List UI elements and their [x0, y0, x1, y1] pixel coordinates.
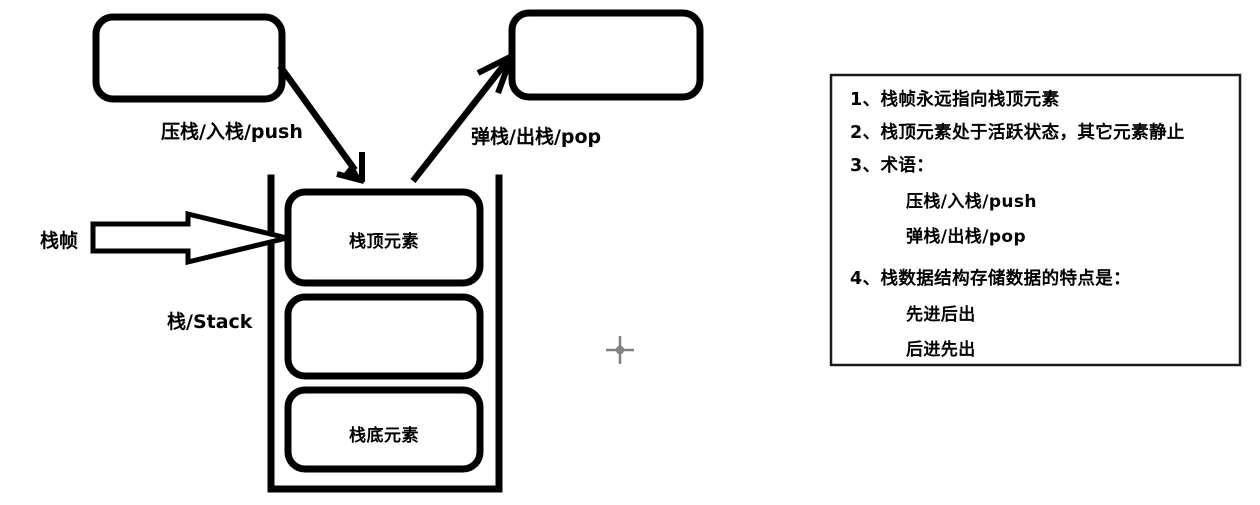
- outgoing-element-box[interactable]: [508, 9, 704, 101]
- note-item-6: 先进后出: [906, 300, 976, 325]
- stack-frame-label: 栈帧: [40, 230, 79, 252]
- stack-container: [267, 174, 503, 493]
- note-item-2: 3、术语：: [850, 152, 934, 177]
- stack-element-box-2[interactable]: [284, 386, 484, 473]
- push-arrow: [277, 64, 365, 184]
- note-item-0: 1、栈帧永远指向栈顶元素: [850, 86, 1059, 111]
- crosshair-cursor: [606, 336, 634, 364]
- note-item-5: 4、栈数据结构存储数据的特点是：: [850, 265, 1131, 290]
- stack-element-label-2: 栈底元素: [349, 426, 419, 446]
- note-item-7-text: 后进先出: [906, 340, 976, 360]
- stack-label: 栈/Stack: [167, 311, 253, 333]
- note-item-1-text: 栈顶元素处于活跃状态，其它元素静止: [880, 123, 1185, 143]
- incoming-element-box[interactable]: [92, 13, 286, 103]
- note-item-1-number: 2、: [850, 123, 881, 143]
- note-item-0-text: 栈帧永远指向栈顶元素: [880, 90, 1060, 110]
- note-item-6-text: 先进后出: [906, 305, 976, 325]
- note-item-5-number: 4、: [850, 269, 881, 289]
- pop-arrow: [410, 54, 514, 184]
- push-edge-label: 压栈/入栈/push: [161, 121, 303, 143]
- note-item-4-text: 弹栈/出栈/pop: [906, 227, 1027, 247]
- note-item-2-number: 3、: [850, 156, 881, 176]
- note-item-4: 弹栈/出栈/pop: [906, 222, 1026, 247]
- notes-panel-border: [829, 73, 1242, 367]
- stack-element-label-0: 栈顶元素: [349, 232, 419, 252]
- note-item-5-text: 栈数据结构存储数据的特点是：: [880, 269, 1132, 289]
- stack-element-box-0[interactable]: [284, 188, 484, 287]
- note-item-3: 压栈/入栈/push: [906, 187, 1037, 212]
- stack-element-box-1[interactable]: [284, 293, 484, 380]
- note-item-1: 2、栈顶元素处于活跃状态，其它元素静止: [850, 119, 1185, 144]
- note-item-3-text: 压栈/入栈/push: [906, 192, 1037, 212]
- note-item-2-text: 术语：: [880, 156, 935, 176]
- note-item-0-number: 1、: [850, 90, 881, 110]
- pop-edge-label: 弹栈/出栈/pop: [471, 126, 602, 148]
- stack-frame-pointer-arrow: [90, 210, 288, 266]
- note-item-7: 后进先出: [906, 335, 976, 360]
